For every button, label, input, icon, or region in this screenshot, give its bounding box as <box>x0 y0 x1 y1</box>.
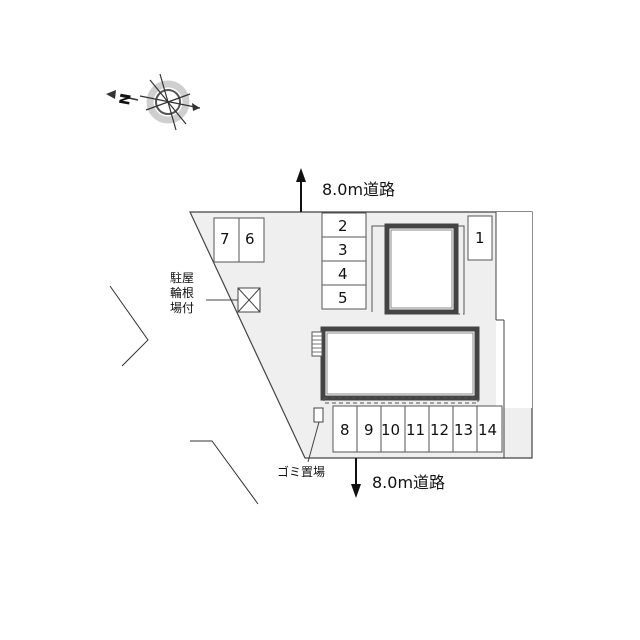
parking-space-label: 6 <box>245 230 255 248</box>
bicycle-parking-icon <box>237 287 261 313</box>
parking-space-label: 4 <box>338 265 348 283</box>
building-small <box>384 223 459 315</box>
garbage-area <box>313 407 324 423</box>
side-walkway <box>496 212 532 408</box>
parking-space-label: 14 <box>478 421 497 439</box>
parking-block-top-left: 7 6 <box>213 217 265 263</box>
boundary-line <box>109 285 149 367</box>
compass-north-label: N <box>117 92 135 106</box>
road-arrow-top <box>296 168 306 182</box>
parking-space-label: 12 <box>430 421 449 439</box>
parking-block-right: 1 <box>467 215 493 261</box>
parking-space-label: 9 <box>364 421 374 439</box>
parking-block-bottom: 8 9 10 11 12 13 14 <box>332 405 503 453</box>
parking-space-label: 2 <box>338 217 348 235</box>
bicycle-parking-label: 場付 <box>170 301 194 315</box>
road-label-bottom: 8.0m道路 <box>372 473 445 492</box>
compass-icon: N <box>106 73 201 131</box>
parking-space-label: 11 <box>406 421 425 439</box>
road-label-top: 8.0m道路 <box>322 180 395 199</box>
parking-space-label: 5 <box>338 289 348 307</box>
parking-space-label: 10 <box>381 421 400 439</box>
parking-space-label: 7 <box>220 230 230 248</box>
parking-space-label: 13 <box>454 421 473 439</box>
stairs-icon <box>311 331 323 357</box>
bicycle-parking-label: 駐屋 <box>170 270 194 285</box>
parking-space-label: 8 <box>340 421 350 439</box>
boundary-line <box>190 440 259 505</box>
parking-space-label: 1 <box>475 229 485 247</box>
bicycle-parking-label: 輪根 <box>170 285 194 300</box>
parking-block-middle: 2 3 4 5 <box>321 212 367 310</box>
garbage-label: ゴミ置場 <box>277 464 325 479</box>
road-arrow-bottom <box>351 484 361 498</box>
parking-space-label: 3 <box>338 241 348 259</box>
building-large <box>320 326 480 401</box>
